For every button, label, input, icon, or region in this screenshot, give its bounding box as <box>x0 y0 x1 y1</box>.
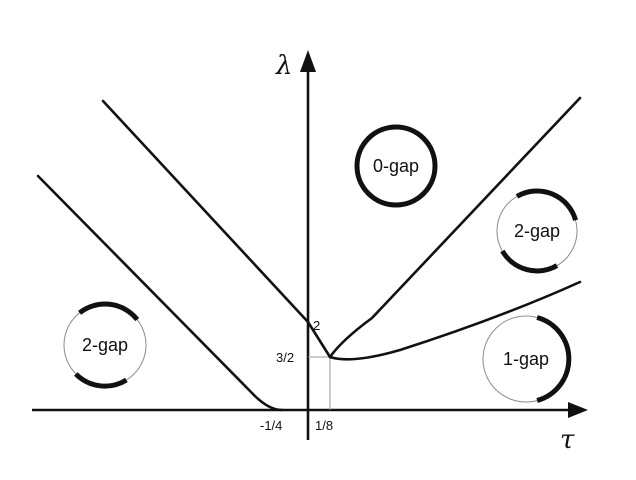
two-gap-arc-bottom-right <box>500 249 559 274</box>
y-axis-symbol: λ <box>275 51 292 81</box>
tick-x-one-eighth: 1/8 <box>315 418 333 433</box>
region-1-gap: 1-gap <box>482 315 572 403</box>
region-0-gap-label: 0-gap <box>373 156 419 176</box>
tick-y-two: 2 <box>313 318 320 333</box>
curve-right-lower <box>328 280 582 361</box>
tick-x-minus-quarter: -1/4 <box>260 418 282 433</box>
curve-right-upper <box>328 96 582 359</box>
two-gap-arc-top-left <box>78 301 140 322</box>
tick-y-three-halves: 3/2 <box>276 350 294 365</box>
one-gap-arc <box>536 315 572 403</box>
region-2-gap-left: 2-gap <box>63 301 147 389</box>
curve-left-outer <box>36 174 284 412</box>
region-1-gap-label: 1-gap <box>503 349 549 369</box>
zero-gap-ring-icon <box>354 124 438 208</box>
region-2-gap-right: 2-gap <box>496 188 579 274</box>
two-gap-arc-bottom-left <box>74 372 128 389</box>
region-2-gap-left-label: 2-gap <box>82 335 128 355</box>
two-gap-arc-top-right <box>515 188 579 221</box>
region-2-gap-right-label: 2-gap <box>514 221 560 241</box>
curve-left-inner <box>101 99 332 359</box>
x-axis-arrowhead <box>568 402 588 418</box>
region-0-gap: 0-gap <box>354 124 438 208</box>
y-axis-arrowhead <box>300 50 316 72</box>
x-axis-symbol: τ <box>560 425 575 455</box>
